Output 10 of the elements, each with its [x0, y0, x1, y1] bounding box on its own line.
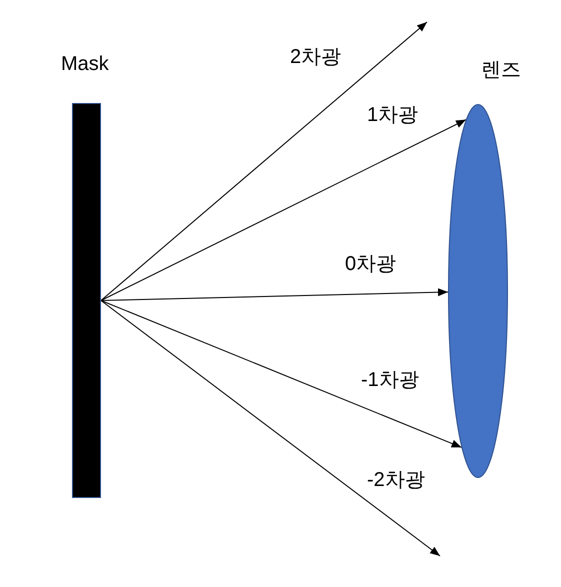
arrow: [100, 300, 440, 556]
arrow: [100, 22, 428, 301]
arrow: [100, 300, 462, 448]
edge-label: 2차광: [289, 45, 342, 69]
edge-label: 1차광: [366, 103, 420, 127]
arrow: [100, 119, 466, 301]
edge-label: -2차광: [366, 468, 426, 492]
edge-label: 0차광: [344, 252, 398, 276]
edge-label: -1차광: [360, 368, 420, 392]
arrow: [100, 288, 448, 301]
